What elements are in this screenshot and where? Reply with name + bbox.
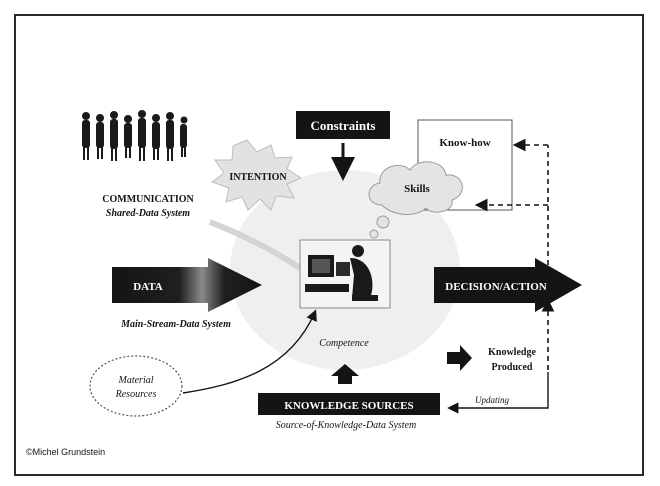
- people-crowd-icon: [82, 110, 188, 161]
- intention-label: INTENTION: [229, 172, 287, 183]
- knowledge-produced-arrow: [447, 345, 472, 371]
- knowledge-sources-box: [258, 393, 440, 415]
- material-resources-ellipse: [89, 355, 183, 417]
- shared-data-system-label: Shared-Data System: [106, 208, 190, 219]
- material-resources-line1: Material: [118, 375, 154, 386]
- main-stream-data-system-label: Main-Stream-Data System: [120, 319, 231, 330]
- decision-action-arrow: [434, 258, 582, 312]
- data-label: DATA: [133, 281, 163, 293]
- communication-flow: [208, 219, 302, 271]
- material-resources-line2: Resources: [115, 389, 157, 400]
- material-to-competence-arrow: [182, 309, 317, 394]
- diagram-frame: [14, 14, 644, 476]
- data-arrow: [112, 258, 262, 312]
- competence-label: Competence: [319, 338, 369, 349]
- knowledge-up-arrow: [331, 364, 359, 384]
- updating-label: Updating: [475, 395, 510, 405]
- updating-line: [447, 372, 549, 414]
- person-at-computer-icon: [299, 239, 391, 309]
- starburst-icon: [210, 139, 303, 211]
- knowledge-sources-label: KNOWLEDGE SOURCES: [284, 400, 413, 412]
- knowledge-produced-line1: Knowledge: [488, 347, 536, 358]
- decision-action-label: DECISION/ACTION: [445, 281, 547, 293]
- feedback-lines: [474, 138, 555, 370]
- know-how-label: Know-how: [439, 137, 490, 149]
- skills-label: Skills: [404, 183, 430, 195]
- knowledge-produced-line2: Produced: [492, 362, 533, 373]
- constraints-box: [296, 111, 390, 139]
- source-of-knowledge-label: Source-of-Knowledge-Data System: [276, 420, 416, 431]
- constraints-label: Constraints: [310, 118, 375, 133]
- communication-label: COMMUNICATION: [102, 194, 194, 205]
- credit-label: ©Michel Grundstein: [26, 447, 105, 457]
